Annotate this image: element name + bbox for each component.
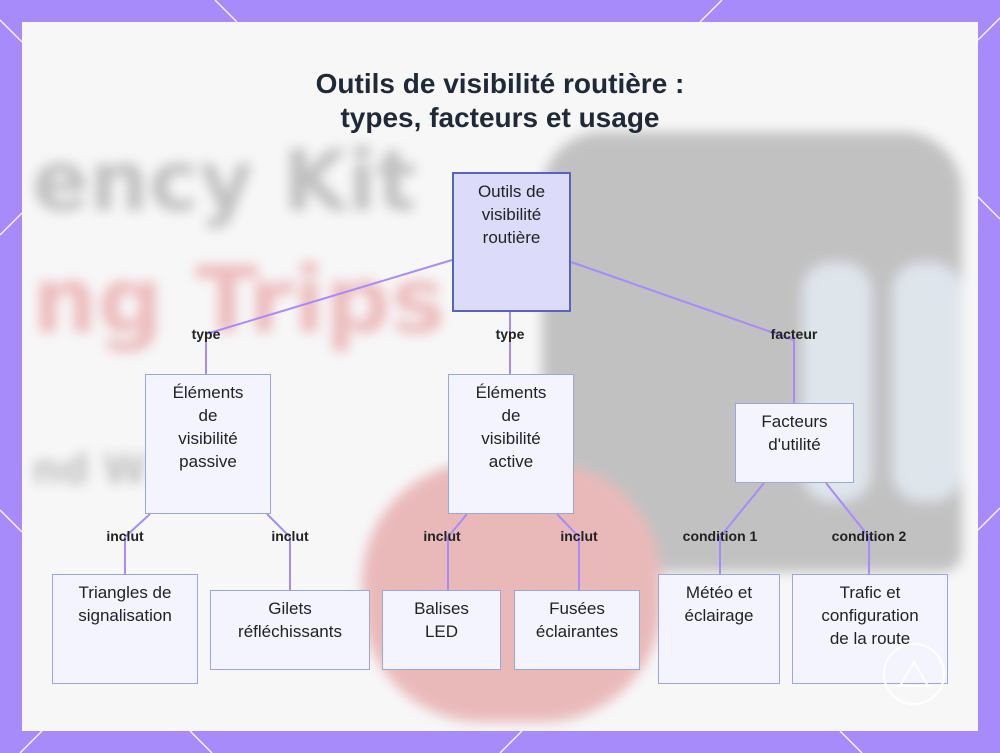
edge-label-active-balises: inclut bbox=[423, 528, 461, 544]
edge-label-factors-trafic: condition 2 bbox=[831, 528, 907, 544]
node-balises: Balises LED bbox=[382, 590, 501, 670]
edge-passive-gilets bbox=[266, 513, 291, 590]
node-passive: Éléments de visibilité passive bbox=[145, 374, 271, 514]
edge-label-passive-gilets: inclut bbox=[271, 528, 309, 544]
node-factors: Facteurs d'utilité bbox=[735, 403, 854, 483]
edge-label-active-fusees: inclut bbox=[560, 528, 598, 544]
watermark-logo-icon bbox=[883, 643, 945, 705]
edge-root-passive bbox=[205, 259, 453, 374]
background-text-2: ng Trips bbox=[32, 247, 446, 354]
node-trafic: Trafic et configuration de la route bbox=[792, 574, 948, 684]
edge-active-fusees bbox=[556, 513, 580, 590]
title-line-1: Outils de visibilité routière : bbox=[315, 68, 685, 99]
diagram-title: Outils de visibilité routière : types, f… bbox=[22, 67, 978, 135]
edge-label-passive-triangles: inclut bbox=[106, 528, 144, 544]
node-meteo: Météo et éclairage bbox=[658, 574, 780, 684]
diagram-panel: ency Kit ng Trips nd W Outils de visibil… bbox=[22, 22, 978, 731]
edge-factors-meteo bbox=[719, 482, 765, 574]
edge-label-root-active: type bbox=[495, 326, 525, 342]
node-root: Outils de visibilité routière bbox=[452, 172, 571, 312]
edge-label-root-passive: type bbox=[191, 326, 221, 342]
node-gilets: Gilets réfléchissants bbox=[210, 590, 370, 670]
edge-root-factors bbox=[570, 261, 795, 403]
node-fusees: Fusées éclairantes bbox=[514, 590, 640, 670]
edge-passive-triangles bbox=[124, 513, 151, 574]
edge-factors-trafic bbox=[825, 482, 870, 574]
connector-layer bbox=[124, 259, 870, 590]
node-triangles: Triangles de signalisation bbox=[52, 574, 198, 684]
edge-label-factors-meteo: condition 1 bbox=[682, 528, 758, 544]
edge-active-balises bbox=[447, 513, 468, 590]
title-line-2: types, facteurs et usage bbox=[340, 102, 660, 133]
background-text-1: ency Kit bbox=[32, 132, 417, 230]
node-active: Éléments de visibilité active bbox=[448, 374, 574, 514]
background-text-3: nd W bbox=[32, 447, 148, 493]
edge-label-root-factors: facteur bbox=[770, 326, 818, 342]
